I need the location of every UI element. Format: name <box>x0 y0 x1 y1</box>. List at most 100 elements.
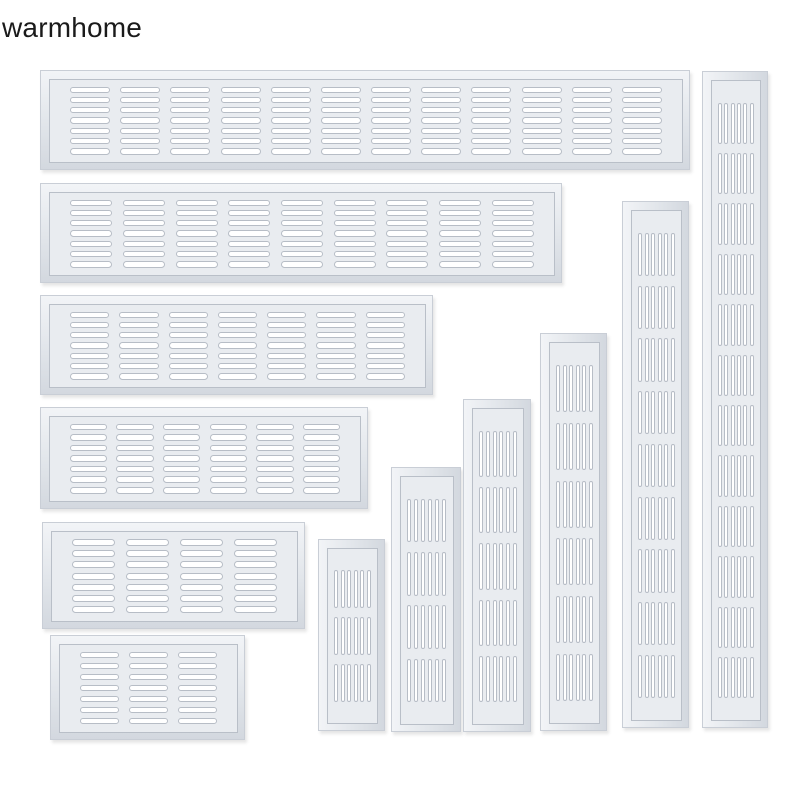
vent-slot <box>743 405 748 447</box>
vent-slot <box>347 616 352 656</box>
vent-slot <box>421 498 426 543</box>
vent-slot <box>435 498 440 543</box>
vent-slot <box>718 354 722 396</box>
vent-slot <box>163 476 201 483</box>
vent-slot <box>228 220 271 227</box>
vent-slot <box>737 102 741 144</box>
vent-slot <box>718 505 722 548</box>
vent-slot <box>479 487 484 534</box>
slot-group <box>555 538 594 586</box>
vent-slot <box>316 311 356 318</box>
vent-slot <box>664 391 669 435</box>
vent-slot <box>116 455 154 462</box>
vent-slot <box>72 572 116 580</box>
vent-slot <box>569 653 574 701</box>
vent-slot <box>651 549 656 593</box>
vent-slot <box>575 595 580 644</box>
vent-slot <box>556 365 561 413</box>
vent-slot <box>217 342 258 349</box>
vent-slot <box>428 498 433 543</box>
slot-group <box>555 422 594 471</box>
vent-slot <box>320 96 361 104</box>
vent-slot <box>569 422 574 471</box>
vent-slot <box>70 117 111 124</box>
vent-slot <box>421 137 462 145</box>
slot-group <box>163 422 201 496</box>
vent-slot <box>340 616 345 656</box>
vent-slot <box>743 152 748 195</box>
vent-slot <box>365 332 406 339</box>
vent-slot <box>320 127 361 135</box>
vent-slot <box>743 505 748 548</box>
vent-slot <box>512 487 517 534</box>
vent-slot <box>575 422 580 471</box>
vent-slot <box>177 684 218 692</box>
slot-group <box>270 85 311 157</box>
vent-slot <box>521 96 562 104</box>
vent-slot <box>70 209 113 217</box>
vent-slot <box>562 538 567 586</box>
vent-slot <box>575 538 580 586</box>
vent-slot <box>72 595 116 603</box>
slot-group <box>170 85 211 157</box>
vent-slot <box>491 240 534 248</box>
vent-slot <box>428 658 433 703</box>
vent-slot <box>743 304 748 346</box>
slot-group <box>717 253 755 296</box>
vent-slot <box>491 250 534 258</box>
vent-slot <box>737 203 741 245</box>
slot-group <box>478 655 518 702</box>
vent-slot <box>334 616 339 656</box>
vent-slot <box>670 338 675 382</box>
vertical-vent-grille <box>463 399 531 732</box>
slot-group <box>717 405 755 447</box>
vent-slot <box>122 209 166 217</box>
vent-slot <box>657 391 662 435</box>
vent-slot <box>365 321 406 329</box>
vent-slot <box>333 261 376 268</box>
vent-slot <box>737 304 741 346</box>
vent-slot <box>122 220 166 227</box>
vent-slot <box>371 148 412 155</box>
vent-slot <box>228 230 271 237</box>
vent-slot <box>718 102 722 144</box>
vent-slot <box>280 240 324 248</box>
vent-slot <box>491 220 534 227</box>
vent-slot <box>333 209 376 217</box>
vent-slot <box>749 556 754 598</box>
vent-slot <box>724 203 729 245</box>
vent-slot <box>657 602 662 646</box>
vent-slot <box>485 599 490 646</box>
vent-slot <box>119 352 159 360</box>
vent-slot <box>122 230 166 237</box>
vent-slot <box>421 107 462 114</box>
vent-slot <box>724 152 729 195</box>
vent-slot <box>737 405 741 447</box>
slot-group <box>421 85 462 157</box>
vent-slot <box>72 583 116 591</box>
vent-slot <box>120 107 161 114</box>
vent-slot <box>228 250 271 258</box>
slot-group <box>717 203 755 245</box>
vent-slot <box>657 654 662 699</box>
vent-slot <box>582 422 587 471</box>
vent-slot <box>414 552 419 596</box>
vent-slot <box>116 476 154 483</box>
vent-slot <box>175 209 218 217</box>
vent-slot <box>718 253 722 296</box>
vent-slot <box>718 606 722 649</box>
vent-slot <box>365 311 406 318</box>
vent-slot <box>217 373 258 380</box>
vent-slot <box>267 362 307 370</box>
slot-group <box>555 365 594 413</box>
vent-slot <box>582 480 587 528</box>
vent-slot <box>556 653 561 701</box>
vent-slot <box>316 373 356 380</box>
vent-slot <box>220 137 261 145</box>
slot-group <box>717 606 755 649</box>
vent-slot <box>69 321 110 329</box>
slot-group <box>406 498 448 543</box>
vent-slot <box>521 117 562 124</box>
slot-group <box>70 85 111 157</box>
vent-slot <box>512 431 517 478</box>
